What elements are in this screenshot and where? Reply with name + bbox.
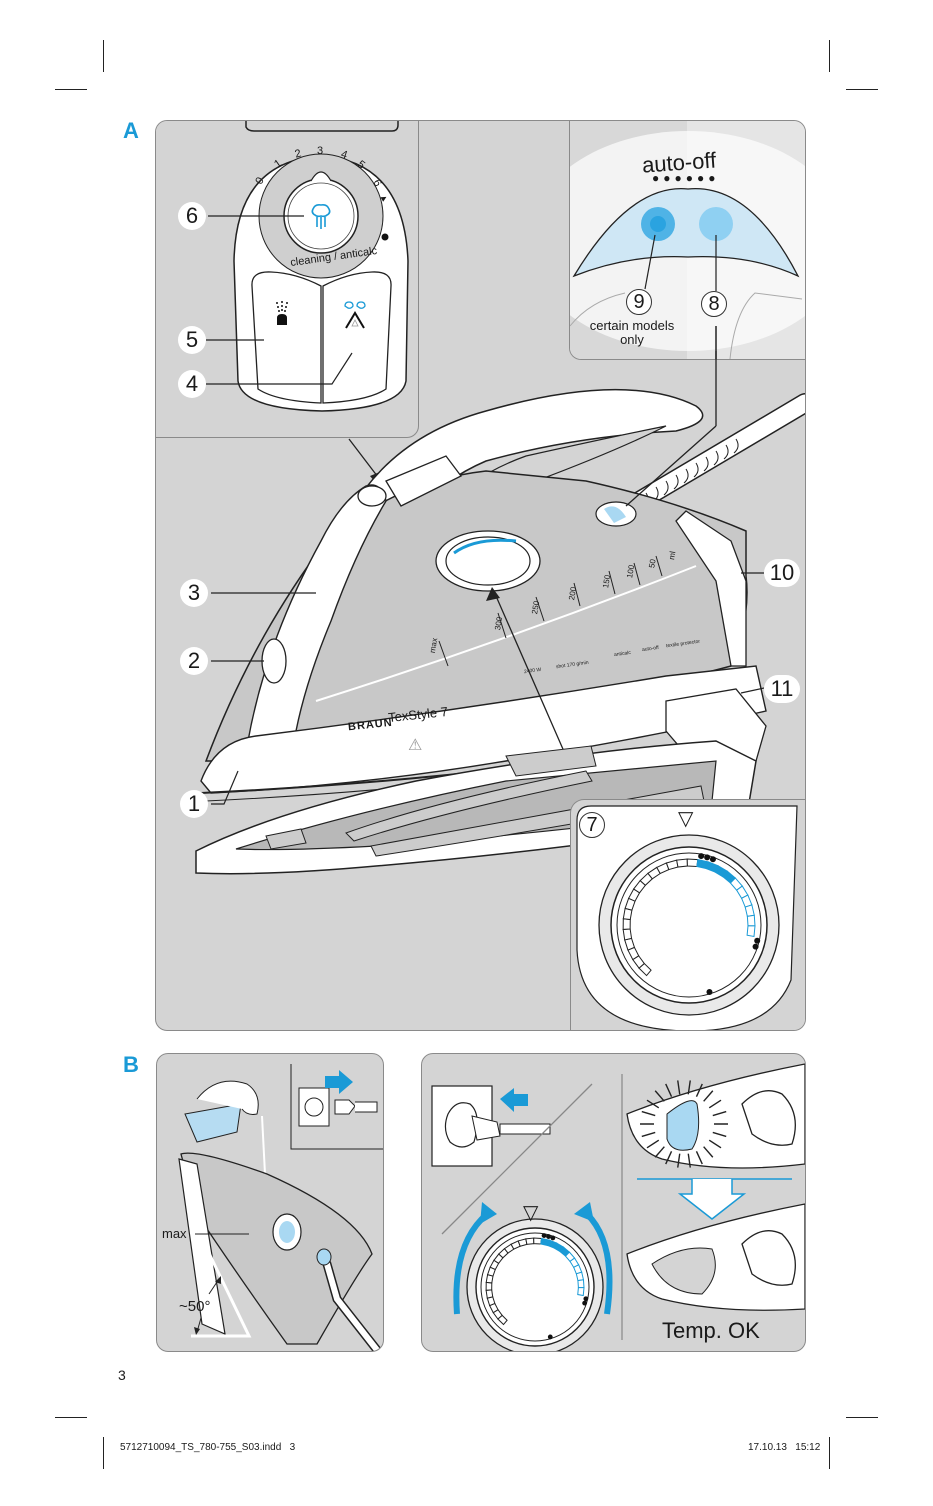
- heat-glow-ray: [646, 1139, 660, 1149]
- setting-dot: [752, 943, 759, 950]
- figure-b-heat-panel: ▽ Temp. OK: [421, 1053, 806, 1352]
- callout-6: 6: [178, 202, 206, 230]
- crop-mark: [103, 40, 104, 72]
- temp-ok-label: Temp. OK: [662, 1318, 760, 1343]
- dial-segment: [746, 925, 756, 938]
- footer-file-name: 5712710094_TS_780-755_S03.indd 3: [120, 1442, 296, 1453]
- callout-5: 5: [178, 326, 206, 354]
- tilt-angle-label: ~50°: [179, 1298, 211, 1315]
- setting-dot: [550, 1235, 556, 1241]
- callout-1: 1: [180, 790, 208, 818]
- dial-segment: [744, 904, 755, 917]
- setting-dot: [706, 988, 713, 995]
- heat-glow-ray: [708, 1139, 722, 1149]
- callout-4: 4: [178, 370, 206, 398]
- temp-dial-segments: [622, 853, 761, 995]
- control-panel-inset: 0 1 2 3 4 5 6 ▲ cleaning / anticalc 6 5 …: [156, 121, 419, 438]
- water-scale-50: 50: [647, 558, 658, 569]
- iron-drawing: [195, 351, 805, 875]
- figure-a-panel: 0 1 2 3 4 5 6 ▲ cleaning / anticalc 6 5 …: [155, 120, 806, 1031]
- callout-7: 7: [579, 812, 605, 838]
- heat-glow-ray: [703, 1146, 714, 1158]
- page-number: 3: [118, 1367, 126, 1383]
- dial-segment: [622, 918, 631, 930]
- section-a-letter: A: [123, 118, 139, 143]
- dial-segment: [622, 928, 633, 941]
- heat-glow-ray: [695, 1150, 703, 1165]
- setting-dot: [698, 853, 705, 860]
- setting-dot: [583, 1296, 589, 1302]
- dial-segment: [485, 1289, 494, 1299]
- dial-segment: [525, 1237, 535, 1245]
- temperature-dial-inset: 7 ▽: [570, 799, 805, 1030]
- heat-glow-ray: [695, 1083, 703, 1098]
- crop-mark: [846, 1417, 878, 1418]
- max-fill-label: max: [162, 1226, 187, 1241]
- setting-dot: [704, 854, 711, 861]
- heat-glow-ray: [641, 1110, 656, 1117]
- figure-b-fill-panel: max ~50°: [156, 1053, 384, 1352]
- setting-dot: [541, 1233, 547, 1238]
- heat-glow-ray: [712, 1110, 727, 1117]
- water-scale-ml: ml: [667, 550, 678, 561]
- dial-pointer: ▽: [678, 808, 694, 830]
- dial-segment: [665, 859, 679, 871]
- dial-segment: [746, 914, 756, 927]
- heat-glow-ray: [646, 1099, 660, 1109]
- heat-dial-segments: [485, 1233, 589, 1340]
- callout-3: 3: [180, 579, 208, 607]
- section-b-letter: B: [123, 1052, 139, 1077]
- heat-glow-ray: [665, 1083, 673, 1098]
- setting-dot: [582, 1300, 588, 1306]
- dial-segment: [485, 1281, 493, 1291]
- crop-mark: [55, 89, 87, 90]
- auto-off-dots: ●●●●●●: [652, 171, 720, 185]
- heat-glow-ray: [687, 1153, 691, 1168]
- dial-segment: [676, 858, 688, 868]
- auto-off-inset: auto-off ●●●●●● 9 8 certain models only: [569, 121, 805, 360]
- heat-glow-ray: [687, 1080, 691, 1095]
- crop-mark: [846, 89, 878, 90]
- certain-models-note: certain models only: [589, 318, 675, 347]
- crop-mark: [55, 1417, 87, 1418]
- setting-dot: [546, 1234, 551, 1239]
- dial-segment: [577, 1279, 585, 1289]
- callout-9: 9: [626, 289, 652, 315]
- setting-dot: [709, 856, 716, 863]
- heat-glow-ray: [677, 1153, 681, 1168]
- hot-surface-warning-icon: ⚠: [408, 737, 423, 754]
- dial-segment: [533, 1237, 543, 1245]
- heat-dial-pointer: ▽: [523, 1202, 539, 1224]
- footer-timestamp: 17.10.13 15:12: [748, 1442, 821, 1453]
- crop-mark: [103, 1437, 104, 1469]
- heat-glow-ray: [641, 1131, 656, 1138]
- dial-segment: [577, 1287, 585, 1297]
- callout-2: 2: [180, 647, 208, 675]
- setting-dot: [754, 937, 761, 944]
- control-panel-leader-lines: [206, 215, 353, 385]
- shot-anticalc-icon: [342, 300, 368, 330]
- steam-dial-icon: [307, 201, 335, 231]
- heat-glow-ray: [703, 1090, 714, 1102]
- callout-8: 8: [701, 291, 727, 317]
- heat-glow-ray: [654, 1090, 665, 1102]
- setting-dot: [547, 1334, 553, 1340]
- spray-icon: [274, 301, 290, 327]
- dial-scale-3: 3: [317, 145, 324, 157]
- callout-10: 10: [764, 559, 800, 587]
- callout-11: 11: [764, 675, 800, 703]
- fill-drawing: [178, 1064, 383, 1351]
- dial-segment: [686, 858, 699, 868]
- dial-segment: [575, 1271, 585, 1282]
- crop-mark: [829, 1437, 830, 1469]
- heat-glow-ray: [654, 1146, 665, 1158]
- heat-glow-ray: [708, 1099, 722, 1109]
- heat-glow-ray: [665, 1150, 673, 1165]
- crop-mark: [829, 40, 830, 72]
- heat-glow-ray: [712, 1131, 727, 1138]
- heat-glow-ray: [677, 1080, 681, 1095]
